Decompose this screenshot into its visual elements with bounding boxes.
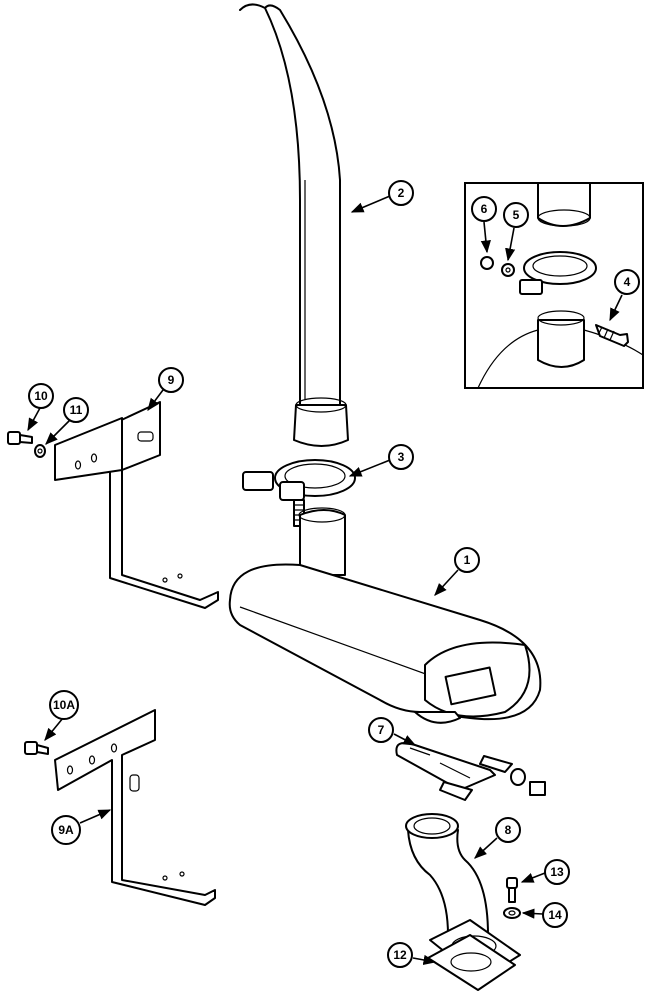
svg-text:10: 10 [34, 389, 48, 403]
callout-9a: 9A [51, 815, 81, 845]
bolt-13 [506, 877, 518, 903]
washer-11 [34, 444, 46, 458]
svg-text:7: 7 [378, 723, 385, 737]
svg-text:8: 8 [505, 823, 512, 837]
u-bolt [395, 742, 546, 801]
bolt-10a [24, 741, 49, 755]
svg-text:6: 6 [481, 202, 488, 216]
callout-3: 3 [388, 444, 414, 470]
muffler [228, 507, 542, 724]
svg-text:3: 3 [398, 450, 405, 464]
detail-inset [464, 182, 644, 389]
callout-11: 11 [63, 397, 89, 423]
exhaust-stack-pipe [239, 3, 349, 447]
callout-13: 13 [544, 859, 570, 885]
callout-4: 4 [614, 269, 640, 295]
svg-text:14: 14 [548, 908, 562, 922]
callout-2: 2 [388, 180, 414, 206]
bracket-upper [54, 401, 219, 609]
svg-text:4: 4 [624, 275, 631, 289]
svg-text:1: 1 [464, 553, 471, 567]
callout-1: 1 [454, 547, 480, 573]
callout-6: 6 [471, 196, 497, 222]
svg-text:10A: 10A [53, 698, 75, 712]
callout-10a: 10A [49, 690, 79, 720]
callout-5: 5 [503, 202, 529, 228]
callout-12: 12 [387, 942, 413, 968]
bracket-lower [54, 709, 216, 906]
callout-14: 14 [542, 902, 568, 928]
washer-14 [503, 907, 521, 919]
leader-lines [27, 195, 623, 965]
svg-text:13: 13 [550, 865, 564, 879]
svg-text:2: 2 [398, 186, 405, 200]
callout-8: 8 [495, 817, 521, 843]
svg-text:9: 9 [168, 373, 175, 387]
callout-7: 7 [368, 717, 394, 743]
callout-10: 10 [28, 383, 54, 409]
svg-text:9A: 9A [58, 823, 74, 837]
callout-9: 9 [158, 367, 184, 393]
svg-text:11: 11 [70, 403, 83, 417]
bolt-10 [7, 431, 33, 445]
svg-text:12: 12 [393, 948, 407, 962]
gasket-12 [427, 934, 516, 991]
svg-text:5: 5 [513, 208, 520, 222]
